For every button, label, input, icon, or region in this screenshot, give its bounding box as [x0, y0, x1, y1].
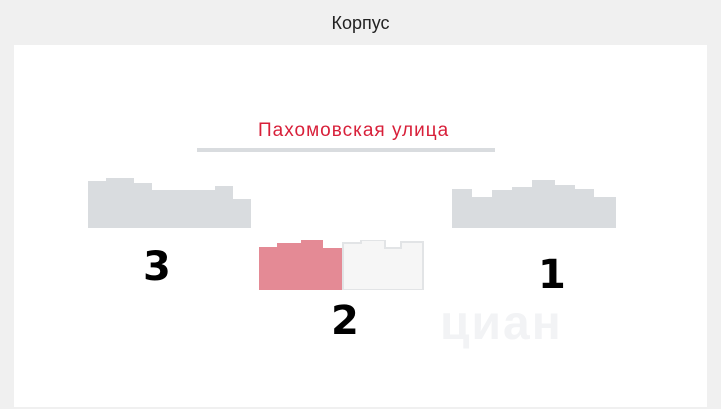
building-2-number: 2 [331, 298, 359, 344]
building-3-shape[interactable] [88, 178, 251, 228]
street-label: Пахомовская улица [258, 120, 450, 141]
building-2-shape[interactable] [259, 240, 425, 290]
street-line [197, 148, 495, 152]
building-1-shape[interactable] [452, 180, 616, 228]
page-title: Корпус [331, 13, 390, 33]
building-3-number: 3 [143, 244, 171, 290]
watermark-logo: циан [440, 297, 563, 350]
building-1-number: 1 [538, 252, 566, 298]
